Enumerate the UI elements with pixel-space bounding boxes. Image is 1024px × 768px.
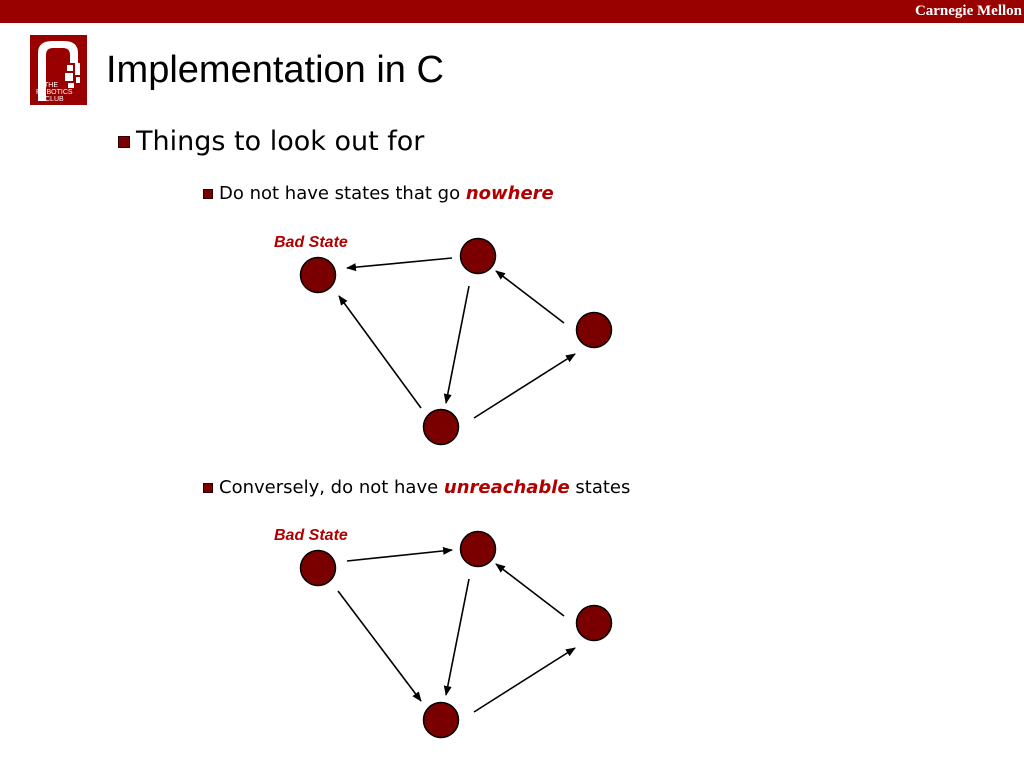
brand-name: Carnegie Mellon bbox=[914, 3, 1022, 19]
edge-a-to-d bbox=[337, 590, 422, 702]
bullet-square-icon bbox=[203, 483, 213, 493]
state-node-d bbox=[422, 408, 460, 446]
edge-b-to-a bbox=[346, 257, 453, 272]
bad-state-label: Bad State bbox=[274, 527, 348, 544]
state-node-c bbox=[575, 604, 613, 642]
slide-title: Implementation in C bbox=[106, 49, 444, 91]
edge-c-to-b bbox=[495, 563, 565, 617]
robotics-club-logo: THE ROBOTICS CLUB bbox=[30, 35, 87, 105]
state-node-b bbox=[459, 530, 497, 568]
sub-bullet-nowhere: Do not have states that go nowhere bbox=[203, 182, 554, 206]
emphasis-nowhere: nowhere bbox=[465, 183, 554, 204]
logo-text-line1: THE bbox=[44, 82, 58, 89]
state-node-d bbox=[422, 701, 460, 739]
sub-bullet-text-after: states bbox=[569, 477, 631, 498]
state-node-a bbox=[299, 256, 337, 294]
logo-text-line2: ROBOTICS bbox=[36, 89, 73, 96]
state-diagram-nowhere: Bad State bbox=[274, 234, 613, 446]
edge-b-to-d bbox=[443, 285, 470, 404]
edge-b-to-d bbox=[443, 578, 470, 696]
state-node-a bbox=[299, 549, 337, 587]
state-node-b bbox=[459, 237, 497, 275]
sub-bullet-unreachable: Conversely, do not have unreachable stat… bbox=[203, 476, 630, 500]
sub-bullet-text-before: Do not have states that go bbox=[219, 183, 466, 204]
state-diagram-unreachable: Bad State bbox=[274, 527, 613, 739]
edge-a-to-b bbox=[346, 546, 453, 562]
edge-c-to-b bbox=[495, 270, 565, 324]
top-bar: Carnegie Mellon bbox=[0, 0, 1024, 23]
sub-bullet-text: Conversely, do not have unreachable stat… bbox=[219, 476, 630, 500]
edge-d-to-c bbox=[473, 647, 576, 713]
logo-text-line3: CLUB bbox=[45, 96, 64, 103]
bullet-main: Things to look out for bbox=[118, 124, 424, 160]
edge-d-to-a bbox=[338, 295, 422, 409]
sub-bullet-text-before: Conversely, do not have bbox=[219, 477, 444, 498]
state-node-c bbox=[575, 311, 613, 349]
bullet-square-icon bbox=[203, 189, 213, 199]
bad-state-label: Bad State bbox=[274, 234, 348, 251]
bullet-main-text: Things to look out for bbox=[136, 126, 425, 157]
emphasis-unreachable: unreachable bbox=[443, 477, 570, 498]
edge-d-to-c bbox=[473, 353, 576, 419]
sub-bullet-text: Do not have states that go nowhere bbox=[219, 182, 554, 206]
bullet-square-icon bbox=[118, 136, 130, 148]
